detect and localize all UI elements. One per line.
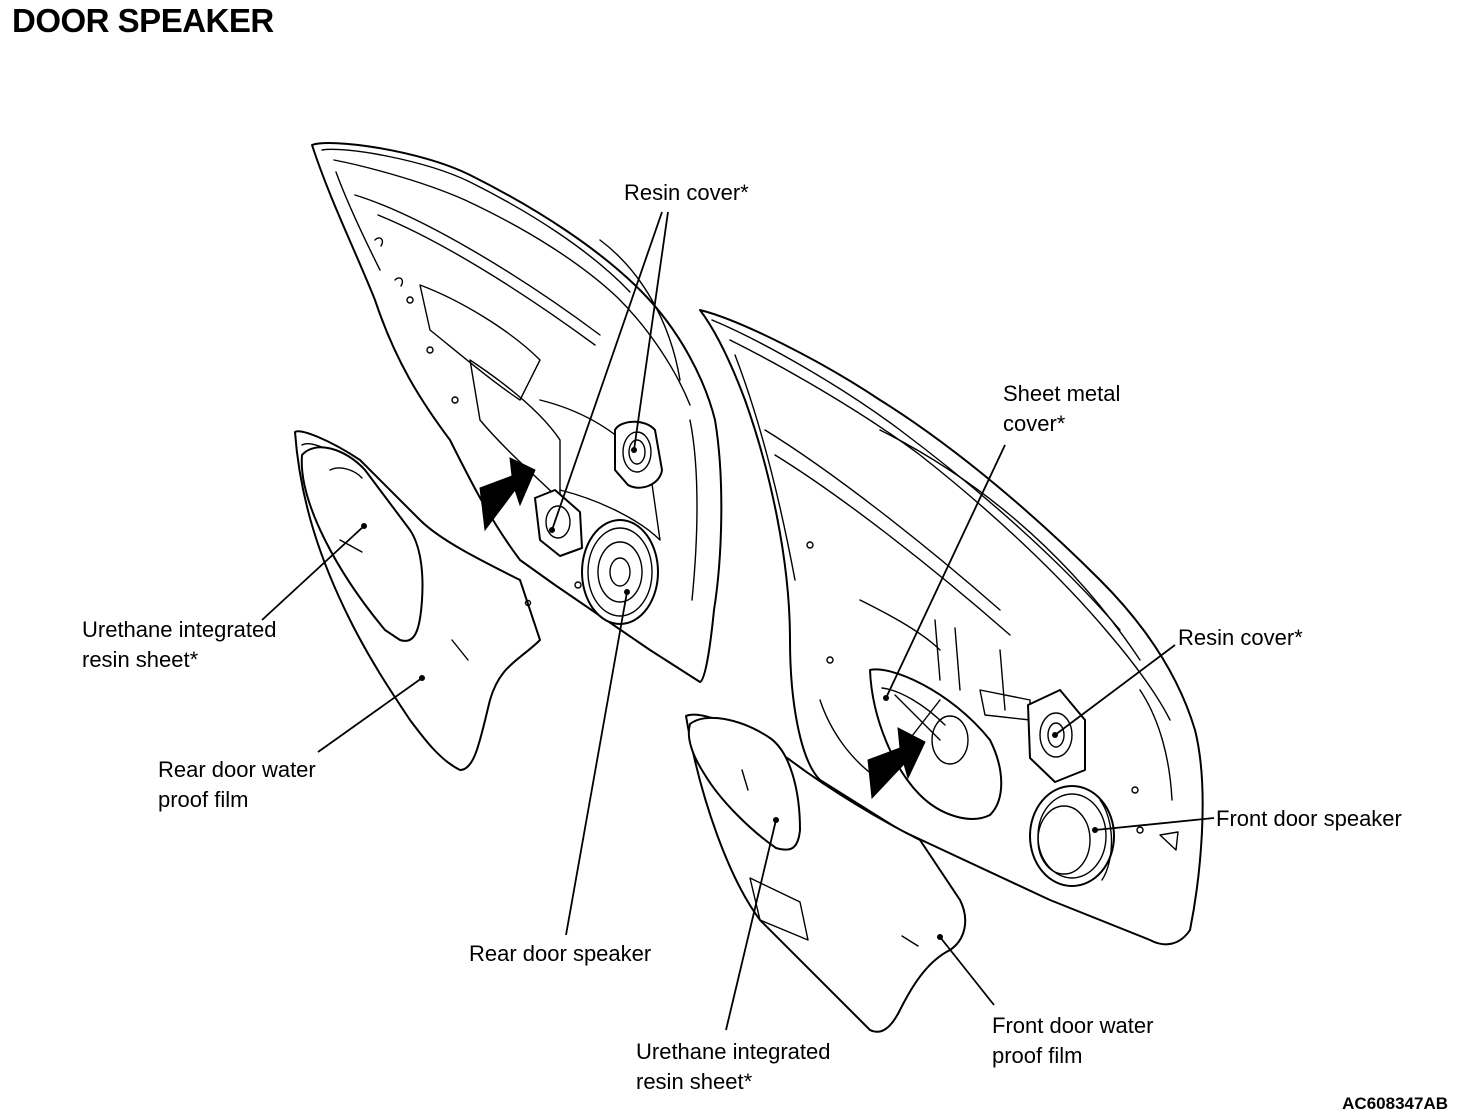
- front-speaker: [1029, 785, 1115, 887]
- label-front-door-speaker: Front door speaker: [1216, 806, 1402, 831]
- leader-lines: [261, 211, 1215, 1031]
- page-title: DOOR SPEAKER: [12, 2, 274, 39]
- label-urethane-rear: Urethane integrated resin sheet*: [82, 617, 277, 672]
- front-urethane-sheet: [687, 716, 801, 851]
- rear-tweeter: [614, 420, 663, 489]
- label-rear-door-water-proof-film: Rear door water proof film: [158, 757, 316, 812]
- front-install-arrow-icon: [867, 727, 926, 800]
- label-front-door-water-proof-film: Front door water proof film: [992, 1013, 1154, 1068]
- label-sheet-metal-cover: Sheet metal cover*: [1003, 381, 1121, 436]
- figure-code: AC608347AB: [1342, 1094, 1448, 1113]
- label-rear-door-speaker: Rear door speaker: [469, 941, 652, 966]
- front-door: [699, 309, 1204, 946]
- label-urethane-front: Urethane integrated resin sheet*: [636, 1039, 831, 1094]
- rear-install-arrow-icon: [479, 457, 536, 532]
- rear-door: [311, 142, 723, 683]
- rear-resin-cover-lower: [534, 489, 583, 557]
- rear-speaker: [581, 519, 659, 625]
- rear-urethane-sheet: [300, 446, 424, 642]
- label-resin-cover-front: Resin cover*: [1178, 625, 1303, 650]
- label-resin-cover-rear: Resin cover*: [624, 180, 749, 205]
